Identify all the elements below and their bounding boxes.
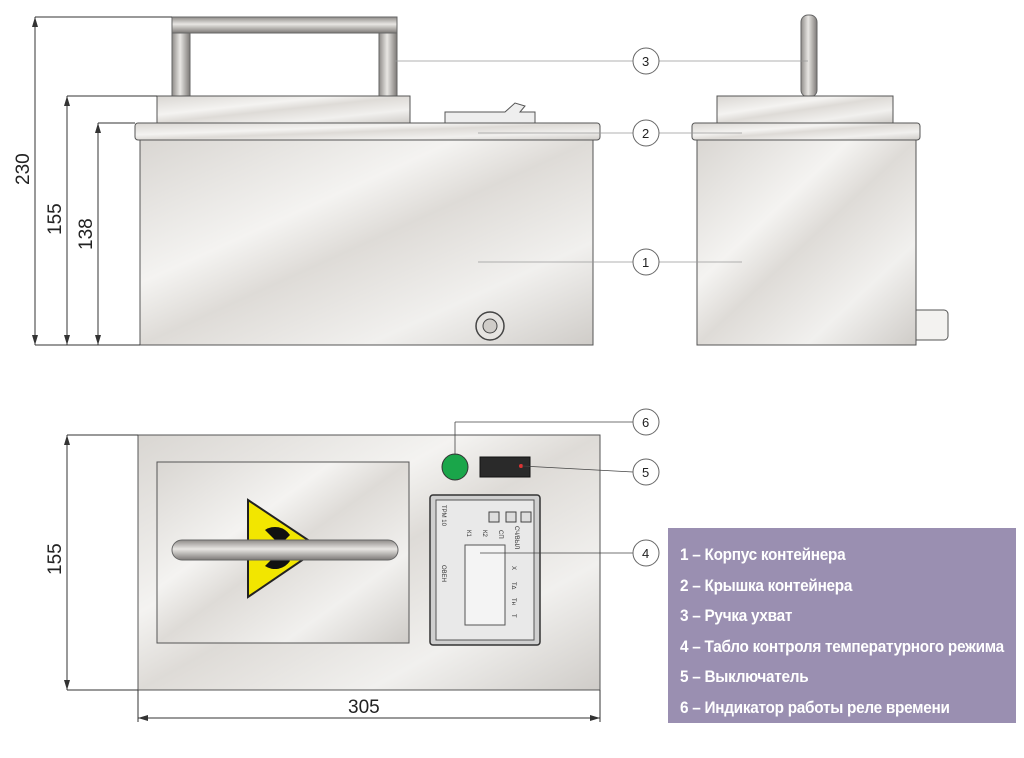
legend-item: 5 – Выключатель [680,668,809,686]
leader-lines [395,60,808,554]
dimension-lines [34,16,601,722]
side-lid [691,122,921,141]
dim-305: 305 [348,697,380,718]
dim-155-top: 155 [45,543,66,575]
callout-5: 5 [632,458,660,486]
panel-display [464,544,506,626]
temperature-control-panel: ТРМ 10 ОВЕН К1 К2 СП СЧ/ВЫЛ Т Тн Т∆ Х [429,494,541,646]
container-body [139,139,594,346]
side-body [696,139,917,346]
front-view [134,16,601,346]
dim-230: 230 [13,153,34,185]
callout-4: 4 [632,539,660,567]
callout-1: 1 [632,248,660,276]
svg-text:5: 5 [642,465,649,480]
timer-relay-indicator-led [441,453,469,481]
legend-item: 4 – Табло контроля температурного режима [680,637,1004,656]
svg-text:Т∆: Т∆ [510,582,517,590]
svg-text:2: 2 [642,126,649,141]
callout-2: 2 [632,119,660,147]
svg-text:6: 6 [642,415,649,430]
legend-item: 1 – Корпус контейнера [680,546,846,564]
lid-plate [156,95,411,124]
hatch-handle-bar [171,539,399,561]
svg-text:СП: СП [497,530,503,539]
lid-switch [444,102,536,124]
svg-text:1: 1 [642,255,649,270]
svg-text:Х: Х [510,566,516,570]
power-switch [479,456,531,478]
side-view [691,14,949,346]
handle-top-bar [171,16,398,34]
svg-text:3: 3 [642,54,649,69]
svg-text:К2: К2 [481,530,487,537]
top-view: ТРМ 10 ОВЕН К1 К2 СП СЧ/ВЫЛ Т Тн Т∆ Х [137,434,601,691]
svg-text:4: 4 [642,546,649,561]
callout-3: 3 [632,47,660,75]
legend-item: 3 – Ручка ухват [680,607,793,625]
side-handle-rod [800,14,818,98]
panel-brand: ОВЕН [440,565,446,582]
dim-155-front: 155 [45,203,66,235]
svg-text:СЧ/ВЫЛ: СЧ/ВЫЛ [513,526,519,549]
legend-item: 2 – Крышка контейнера [680,576,853,595]
svg-text:К1: К1 [465,530,471,537]
side-lid-plate [716,95,894,124]
svg-text:Тн: Тн [510,598,516,605]
panel-model: ТРМ 10 [440,505,446,527]
dim-138: 138 [76,218,97,250]
svg-text:Т: Т [510,614,516,618]
callout-6: 6 [632,408,660,436]
lid [134,122,601,141]
legend-item: 6 – Индикатор работы реле времени [680,698,950,717]
legend-box: 1 – Корпус контейнера 2 – Крышка контейн… [668,528,1016,723]
